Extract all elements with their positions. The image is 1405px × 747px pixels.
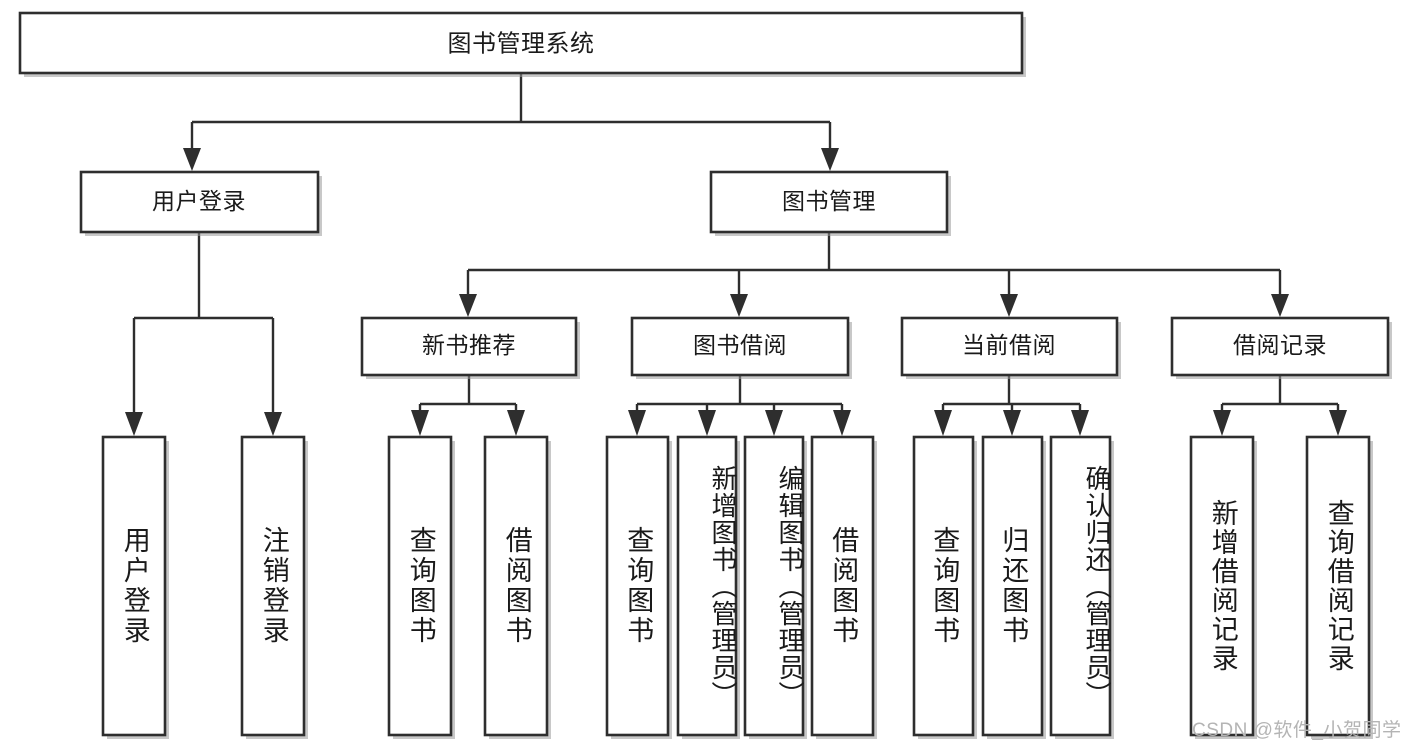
arrow-to-book-manage xyxy=(821,148,839,171)
node-leaf-add-book-admin[interactable] xyxy=(676,435,738,737)
node-book-manage[interactable] xyxy=(709,170,949,234)
arrow-leaf-query-borrow-record xyxy=(1329,410,1347,436)
node-book-borrow[interactable] xyxy=(630,316,850,377)
arrow-to-current-borrow xyxy=(1000,294,1018,317)
node-leaf-borrow-book-2[interactable] xyxy=(810,435,875,737)
arrow-to-book-borrow xyxy=(730,294,748,317)
node-leaf-confirm-return-admin[interactable] xyxy=(1049,435,1112,737)
arrow-to-new-book-recommend xyxy=(459,294,477,317)
node-new-book-recommend-label: 新书推荐 xyxy=(422,332,516,358)
node-borrow-record[interactable] xyxy=(1170,316,1390,377)
node-current-borrow-label: 当前借阅 xyxy=(962,332,1056,358)
node-leaf-edit-book-admin[interactable] xyxy=(743,435,805,737)
arrow-leaf-add-book-admin xyxy=(698,410,716,436)
arrow-to-borrow-record xyxy=(1271,294,1289,317)
arrow-leaf-borrow-book-2 xyxy=(833,410,851,436)
arrow-leaf-borrow-book-1 xyxy=(507,410,525,436)
node-borrow-record-label: 借阅记录 xyxy=(1233,332,1327,358)
node-user-login-label: 用户登录 xyxy=(152,188,246,214)
node-root-label: 图书管理系统 xyxy=(448,30,595,57)
node-current-borrow[interactable] xyxy=(900,316,1119,377)
node-leaf-user-login[interactable] xyxy=(101,435,167,737)
node-leaf-borrow-book-1[interactable] xyxy=(483,435,549,737)
arrow-leaf-confirm-return-admin xyxy=(1071,410,1089,436)
arrow-leaf-edit-book-admin xyxy=(765,410,783,436)
node-leaf-query-borrow-record[interactable] xyxy=(1305,435,1371,737)
arrow-to-user-login xyxy=(183,148,201,171)
arrow-leaf-logout-login xyxy=(264,412,282,436)
node-new-book-recommend[interactable] xyxy=(360,316,578,377)
node-user-login[interactable] xyxy=(79,170,320,234)
arrow-leaf-query-book-3 xyxy=(934,410,952,436)
arrow-leaf-user-login xyxy=(125,412,143,436)
node-leaf-add-borrow-record[interactable] xyxy=(1189,435,1255,737)
edges-layer xyxy=(125,73,1347,436)
arrow-leaf-return-book xyxy=(1003,410,1021,436)
arrow-leaf-query-book-2 xyxy=(628,410,646,436)
node-book-borrow-label: 图书借阅 xyxy=(693,332,787,358)
arrow-leaf-query-book-1 xyxy=(411,410,429,436)
node-root[interactable] xyxy=(18,11,1024,75)
arrow-leaf-add-borrow-record xyxy=(1213,410,1231,436)
csdn-watermark: CSDN @软件_小贺同学 xyxy=(1192,720,1402,741)
node-book-manage-label: 图书管理 xyxy=(782,188,876,214)
node-leaf-logout-login[interactable] xyxy=(240,435,306,737)
node-leaf-query-book-1[interactable] xyxy=(387,435,453,737)
nodes-layer: 图书管理系统 用户登录 图书管理 新书推荐 图书借阅 当前借阅 借阅记录 xyxy=(18,11,1392,739)
node-leaf-query-book-3[interactable] xyxy=(912,435,975,737)
node-leaf-return-book[interactable] xyxy=(981,435,1044,737)
node-leaf-query-book-2[interactable] xyxy=(605,435,670,737)
